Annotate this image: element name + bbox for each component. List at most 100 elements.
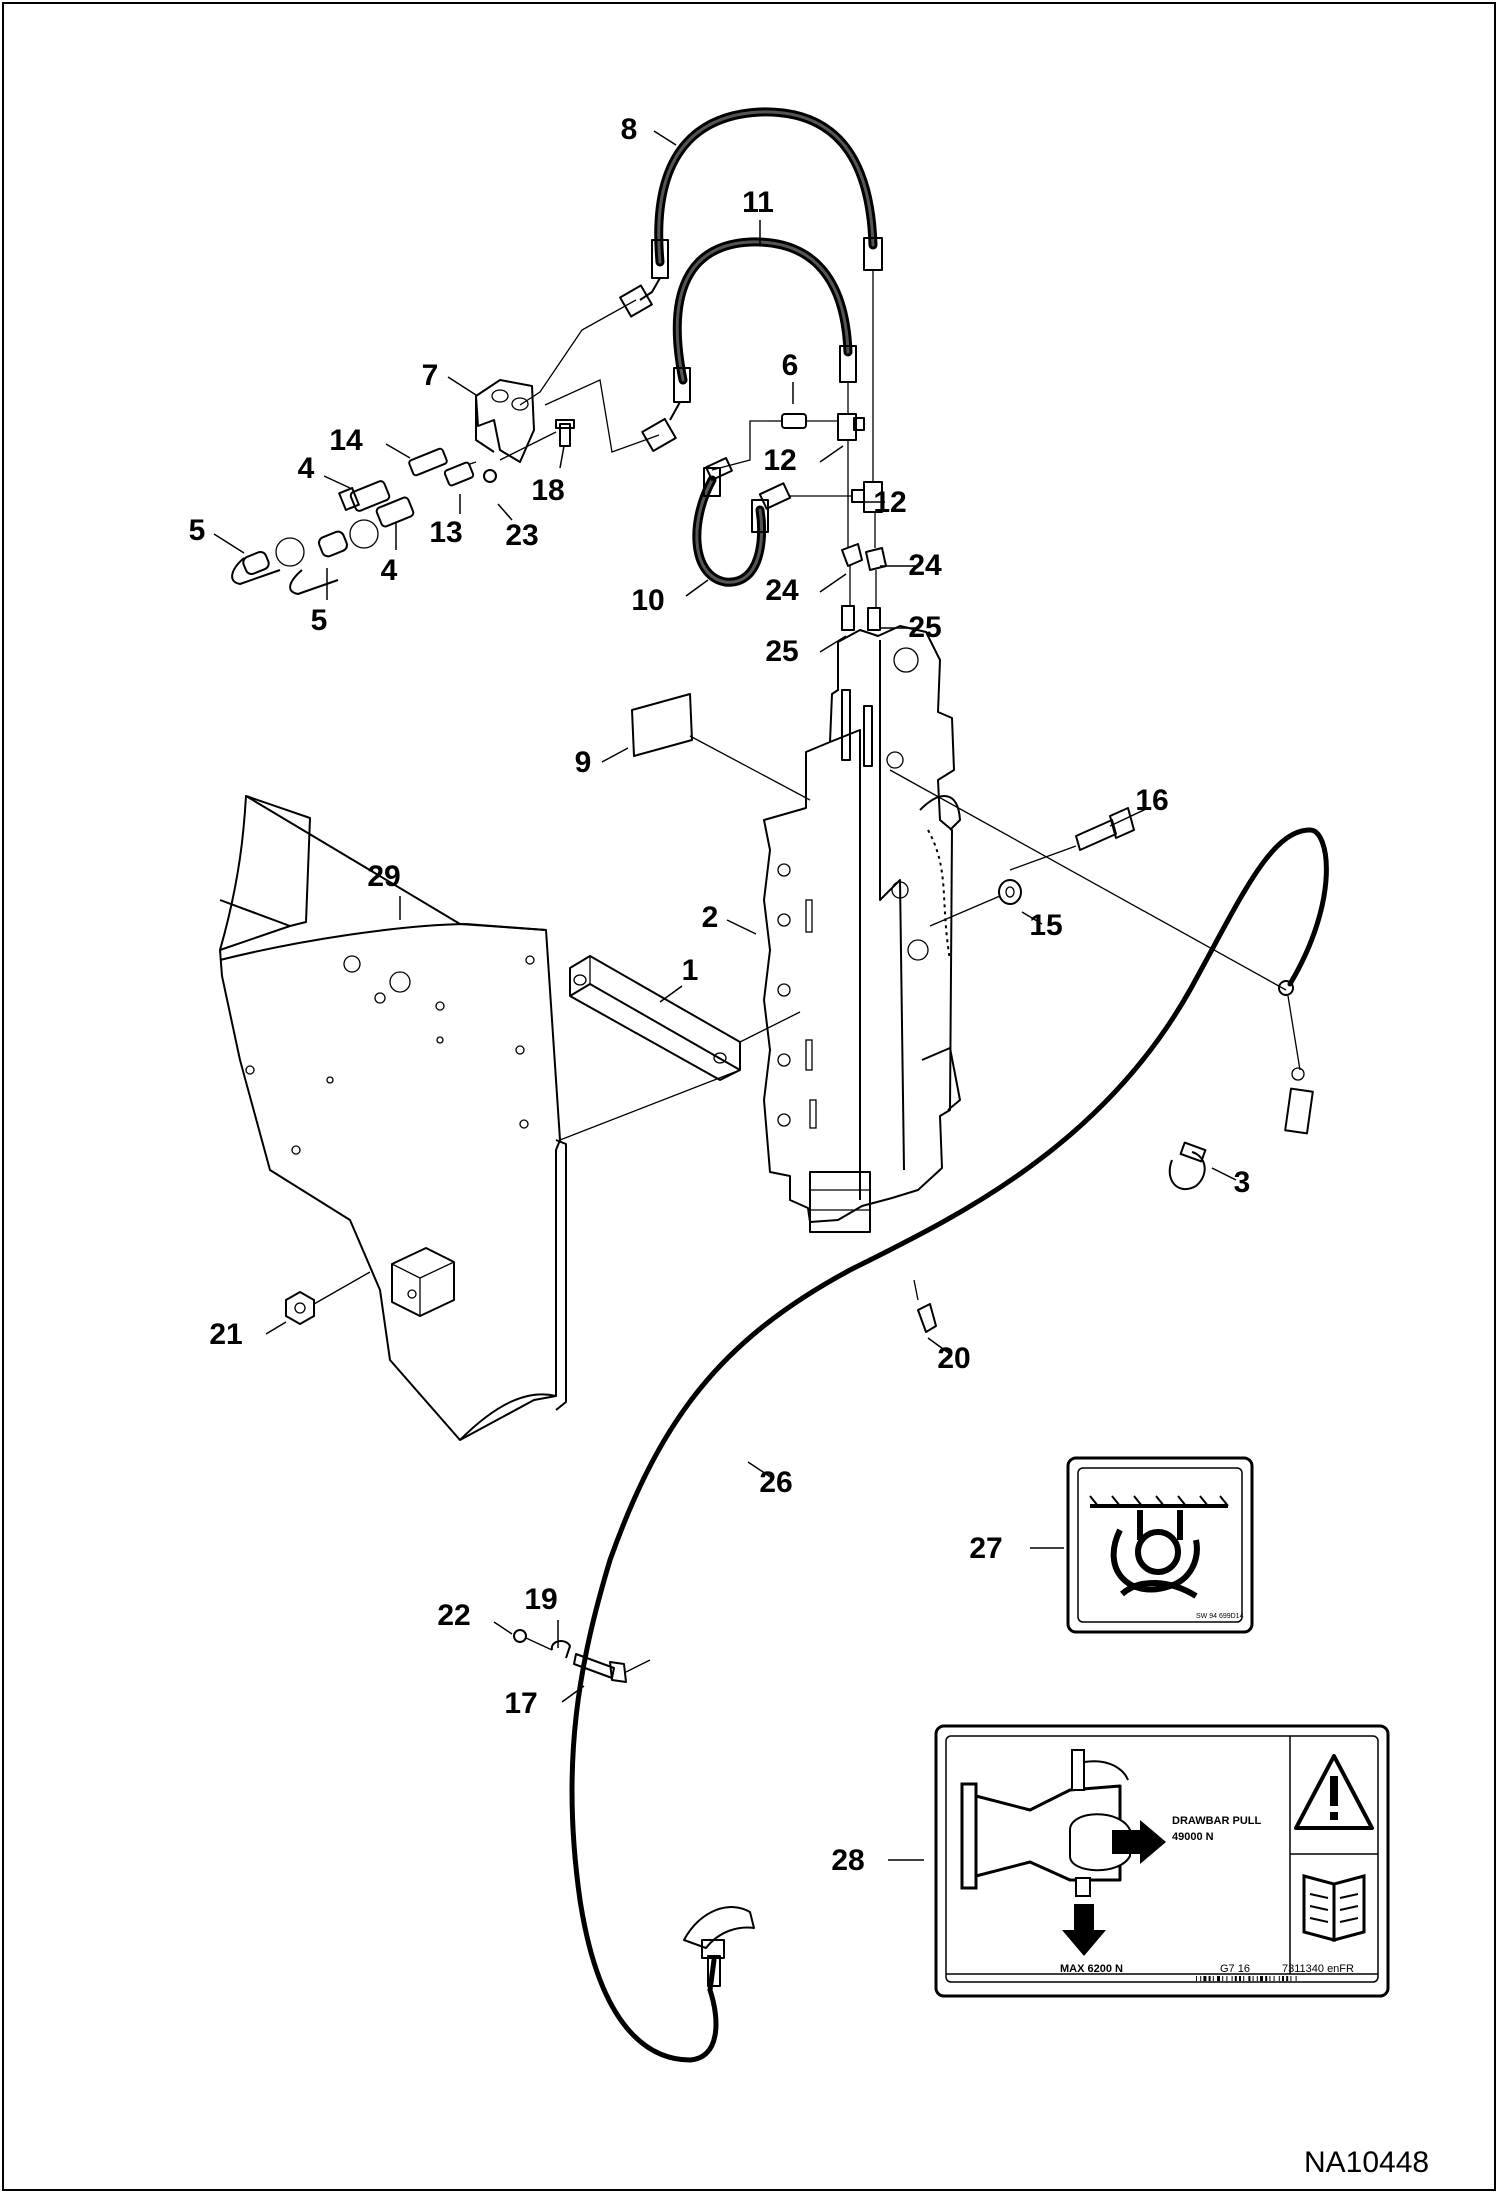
assembly-lines-upper [519, 270, 877, 608]
decal-28-part-number: 7311340 enFR [1282, 1963, 1354, 1975]
callout-c26: 26 [759, 1466, 792, 1499]
nut-21 [285, 1271, 371, 1325]
decal-27-code: SW 94 699D14 [1196, 1613, 1244, 1620]
bolt-18 [555, 419, 575, 447]
callout-c5a: 5 [189, 514, 206, 547]
leader-line-c4a [323, 475, 351, 489]
leader-line-c24b [819, 573, 847, 593]
callout-c22: 22 [437, 1599, 470, 1632]
callout-c12b: 12 [873, 486, 906, 519]
tee-12-lower [790, 481, 883, 513]
tee-12-upper [806, 413, 865, 441]
callout-c25a: 25 [908, 611, 941, 644]
clip-3 [1168, 1141, 1207, 1190]
leader-line-c21 [265, 1321, 287, 1335]
callout-c15: 15 [1029, 909, 1062, 942]
decal-28-revision: G7 16 [1220, 1963, 1250, 1975]
leader-line-c25b [819, 635, 847, 653]
leader-line-c16 [1109, 807, 1149, 827]
fitting-13 [443, 461, 475, 487]
leader-line-c7 [447, 376, 477, 396]
callout-c16: 16 [1135, 784, 1168, 817]
block-on-fender [391, 1247, 455, 1317]
handle-knob [683, 1906, 755, 1987]
dust-cap-5-left [231, 537, 305, 585]
fender-panel-29 [219, 795, 567, 1441]
clamp-group-17-19-22 [513, 1629, 651, 1683]
drawbar-1 [559, 955, 801, 1141]
callout-c4b: 4 [381, 554, 398, 587]
hitch-plate-2 [763, 625, 961, 1233]
manual-book-icon [1302, 1874, 1366, 1942]
callout-c3: 3 [1234, 1166, 1251, 1199]
callout-c24a: 24 [908, 549, 942, 582]
leader-line-c15 [1021, 911, 1043, 925]
drawbar-pull-value: 49000 N [1172, 1831, 1214, 1843]
callout-c23: 23 [505, 519, 538, 552]
leader-line-c14 [385, 443, 411, 459]
callout-c6: 6 [782, 349, 799, 382]
coupler-4-lower [375, 496, 415, 528]
callout-c18: 18 [531, 474, 564, 507]
callout-c29: 29 [367, 860, 400, 893]
hose-11 [641, 237, 857, 453]
dust-cap-5-right [289, 519, 379, 595]
hose-10 [692, 457, 792, 587]
leader-line-c20 [927, 1337, 951, 1355]
leader-line-c22 [493, 1621, 513, 1635]
drawbar-pull-label: DRAWBAR PULL [1172, 1815, 1261, 1827]
decal-28: DRAWBAR PULL 49000 N MAX 6200 N G7 16 73… [934, 1724, 1390, 1998]
callout-c19: 19 [524, 1583, 557, 1616]
hose-8 [619, 107, 883, 318]
callout-c27: 27 [969, 1532, 1002, 1565]
callout-c9: 9 [575, 746, 592, 779]
callout-c2: 2 [702, 901, 719, 934]
leader-line-c8 [653, 130, 677, 146]
barcode [1196, 1976, 1297, 1981]
fitting-14 [408, 447, 448, 477]
leader-line-c23 [497, 503, 513, 521]
washer-15 [998, 879, 1022, 905]
bracket-7 [475, 379, 535, 463]
callout-c10: 10 [631, 584, 664, 617]
leader-line-c17 [561, 1685, 585, 1703]
adapter-25 [841, 605, 881, 631]
callout-c8: 8 [621, 113, 638, 146]
callout-c25b: 25 [765, 635, 798, 668]
callout-c12a: 12 [763, 444, 796, 477]
callout-c13: 13 [429, 516, 462, 549]
callout-c7: 7 [422, 359, 439, 392]
clip-20 [913, 1279, 937, 1333]
leader-line-c9 [601, 747, 629, 763]
callout-c17: 17 [504, 1687, 537, 1720]
max-load-label: MAX 6200 N [1060, 1963, 1123, 1975]
leader-line-c10 [685, 579, 709, 597]
leader-line-c2 [726, 919, 757, 935]
leader-line-c12a [819, 445, 844, 463]
callout-c24b: 24 [765, 574, 799, 607]
coupler-4-upper [338, 480, 391, 512]
leader-line-c26 [747, 1461, 773, 1479]
decal-9 [631, 693, 811, 801]
callout-c21: 21 [209, 1318, 242, 1351]
decal-27: SW 94 699D14 [1066, 1456, 1254, 1634]
callout-c4a: 4 [298, 452, 315, 485]
leader-line-c18 [559, 445, 565, 469]
cable-26 [569, 827, 1329, 2063]
document-id: NA10448 [1304, 2146, 1429, 2179]
leader-line-c1 [659, 985, 683, 1003]
callout-c5b: 5 [311, 604, 328, 637]
callout-c28: 28 [831, 1844, 864, 1877]
callout-c14: 14 [329, 424, 363, 457]
leader-line-c5a [213, 533, 245, 554]
leader-line-c3 [1211, 1167, 1237, 1181]
assembly-lines-coupler [469, 431, 557, 465]
callout-c11: 11 [742, 186, 774, 219]
fitting-6 [768, 413, 807, 429]
hitch-pictogram-icon [960, 1749, 1166, 1956]
bolt-16 [1075, 807, 1135, 851]
assembly-lines-pin [889, 769, 1287, 991]
callout-c1: 1 [682, 954, 699, 987]
